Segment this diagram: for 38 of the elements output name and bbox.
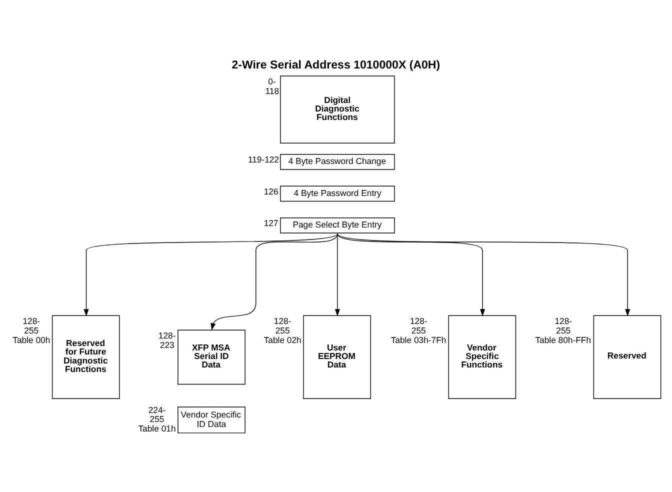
node-box: Page Select Byte Entry <box>280 217 395 234</box>
node-label: 128- <box>158 330 176 340</box>
node-box: 4 Byte Password Change <box>280 154 395 170</box>
node-label: 255 <box>556 325 571 336</box>
arrow <box>337 233 486 316</box>
node-label: 126 <box>264 186 278 196</box>
node-label: 224- <box>148 404 166 415</box>
node-box: User EEPROM Data <box>303 315 371 400</box>
node-box: Vendor Specific Functions <box>448 315 516 400</box>
node-box: Reserved <box>593 315 662 400</box>
node-label: 118 <box>265 86 280 96</box>
node-label: 255 <box>24 325 39 336</box>
node-box: XFP MSA Serial ID Data <box>178 330 246 385</box>
node-label: 223 <box>160 340 174 350</box>
node-label: Table 01h <box>138 424 176 434</box>
arrow <box>210 233 338 330</box>
node-label: 255 <box>150 414 164 424</box>
arrow <box>334 233 340 316</box>
node-label: 128- <box>410 316 428 326</box>
node-box: Reserved for Future Diagnostic Functions <box>52 315 120 400</box>
node-label: 127 <box>264 218 278 228</box>
node-label: 0- <box>268 76 276 86</box>
node-label: 128- <box>22 316 40 326</box>
diagram-title: 2-Wire Serial Address 1010000X (A0H) <box>232 59 440 72</box>
node-label: Table 02h <box>264 334 302 345</box>
arrow <box>84 233 338 316</box>
node-label: Table 00h <box>12 334 50 345</box>
node-box: Digital Diagnostic Functions <box>280 76 395 144</box>
node-label: Table 80h-FFh <box>535 334 592 345</box>
node-box: 4 Byte Password Entry <box>280 186 395 202</box>
node-label: 119-122 <box>248 154 280 165</box>
node-label: 255 <box>411 325 426 336</box>
node-label: 255 <box>275 325 290 336</box>
node-label: Table 03h-7Fh <box>390 334 446 345</box>
node-label: 128- <box>554 316 572 326</box>
node-box: Vendor Specific ID Data <box>178 406 246 434</box>
node-label: 128- <box>274 316 292 326</box>
arrow <box>337 233 630 316</box>
